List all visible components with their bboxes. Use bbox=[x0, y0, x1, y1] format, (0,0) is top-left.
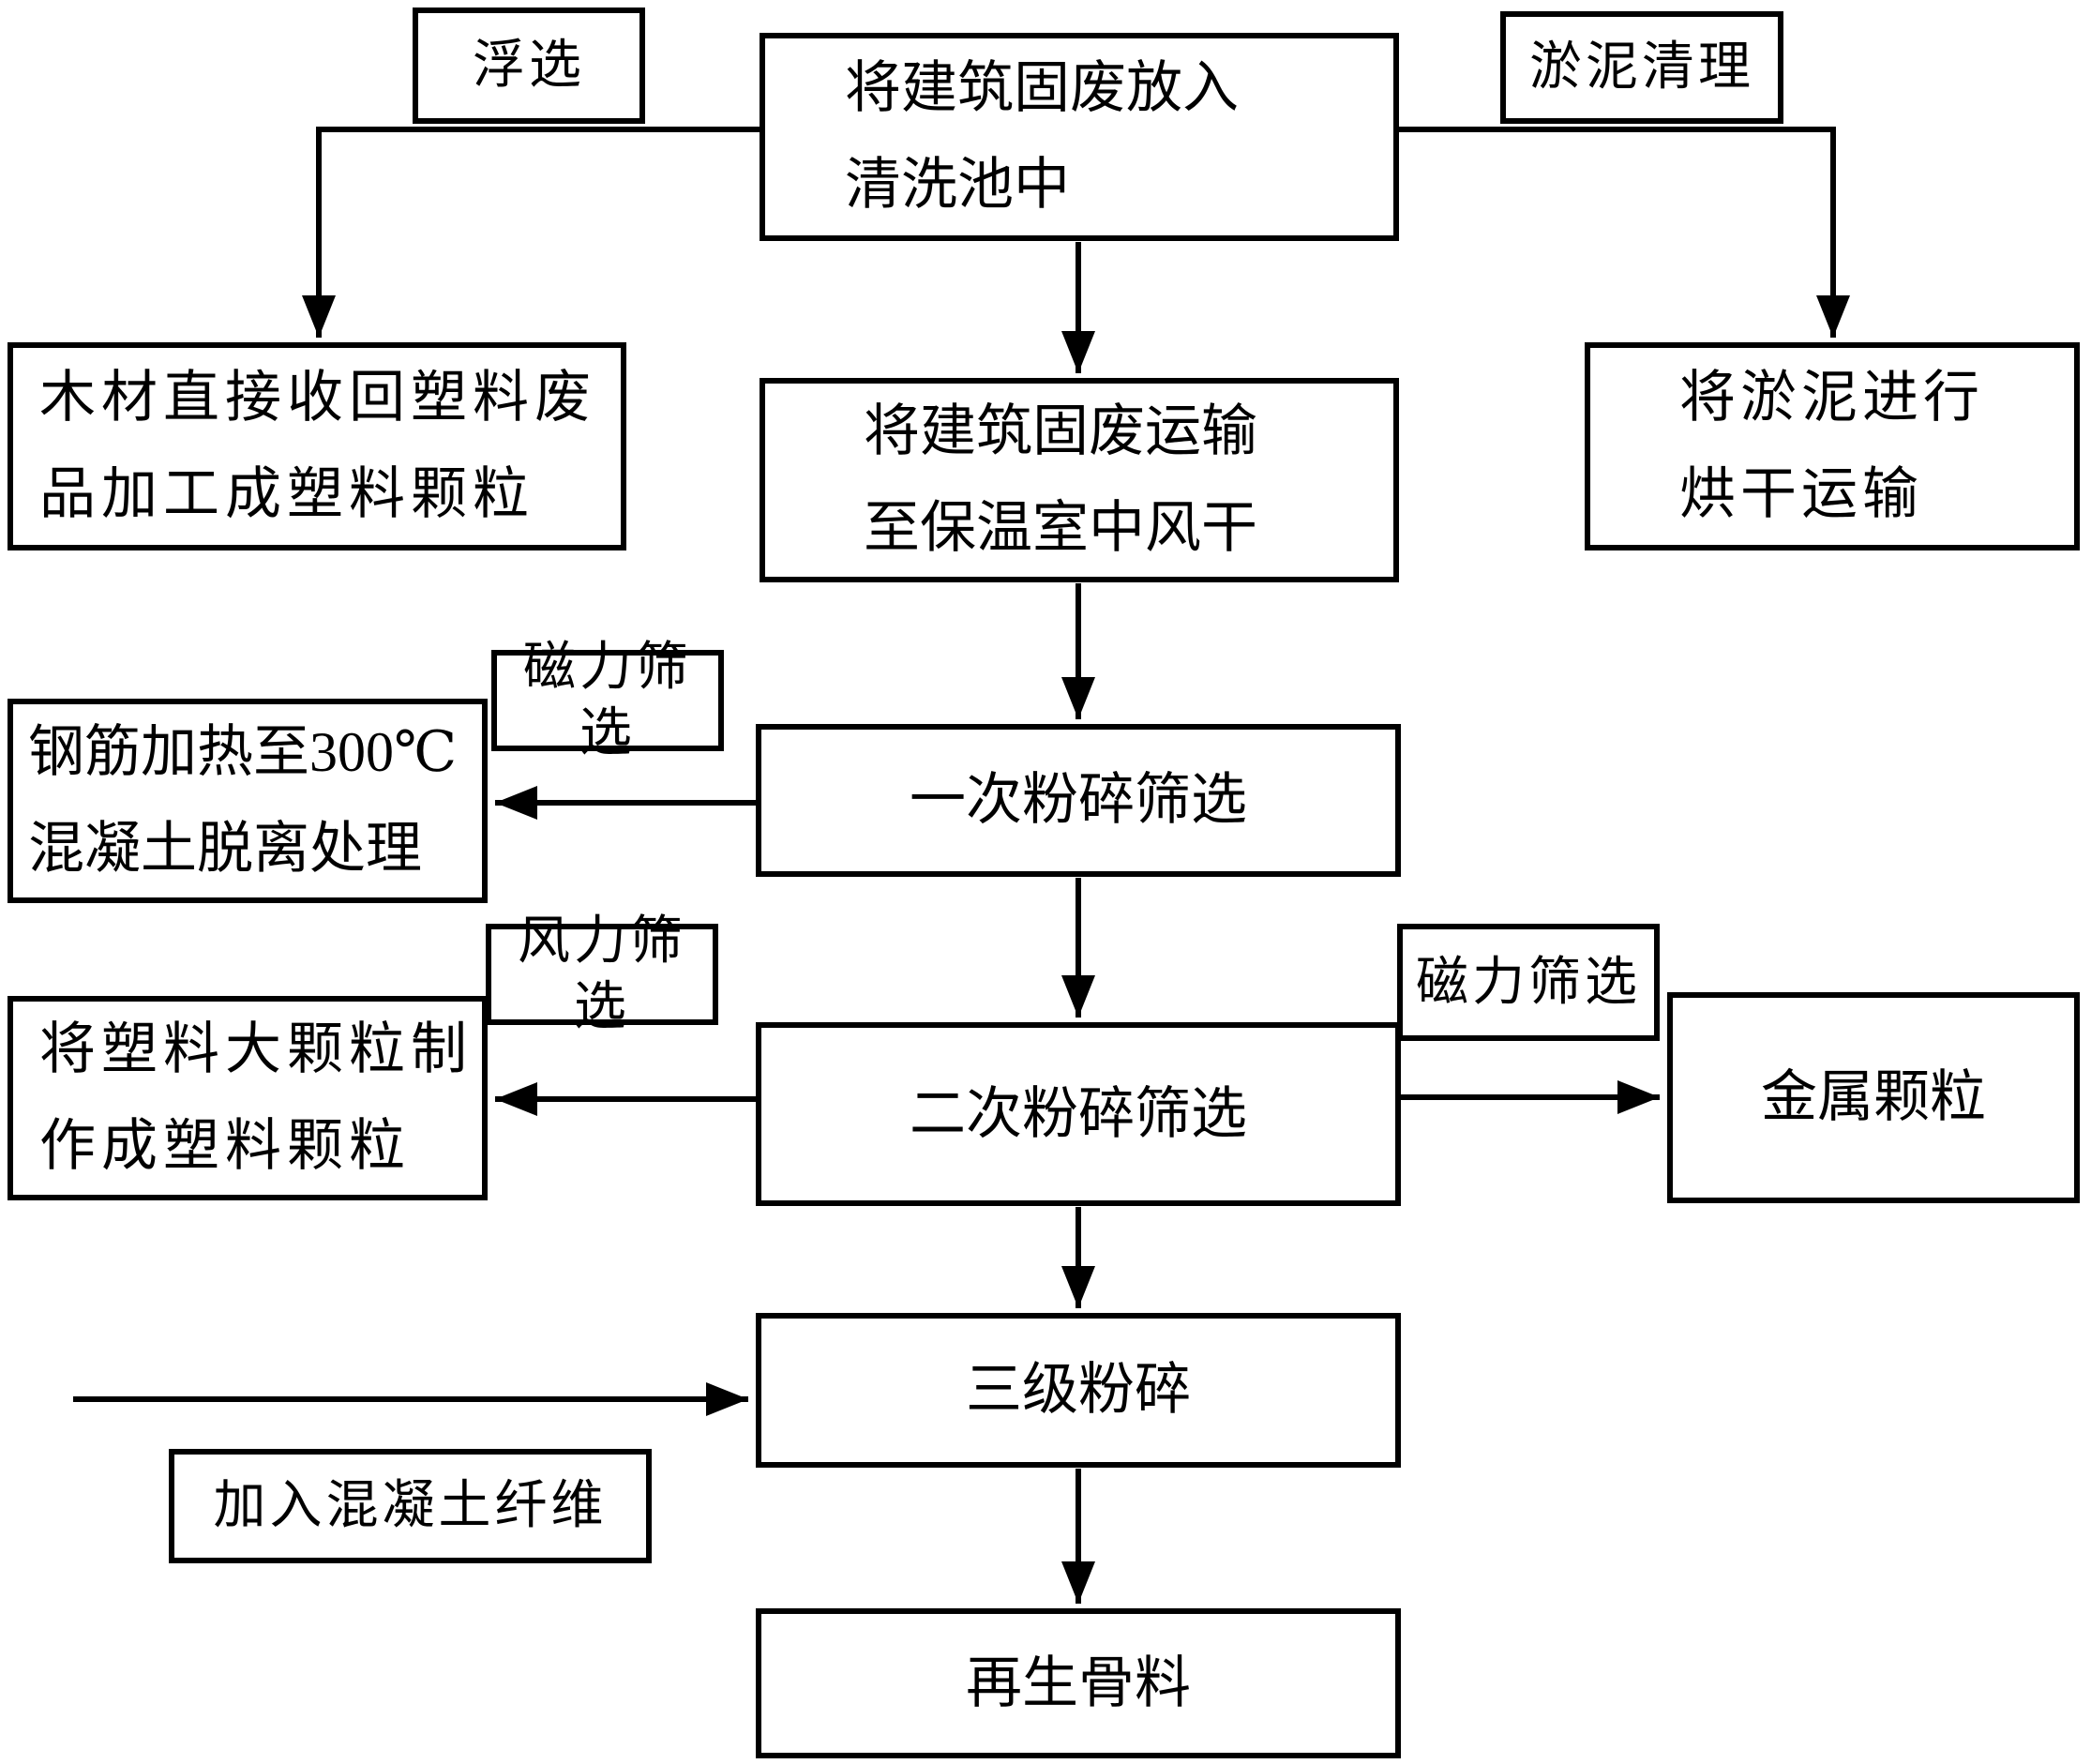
node-wood-recycle: 木材直接收回塑料废 品加工成塑料颗粒 bbox=[8, 342, 626, 550]
node-secondary-crush-screen: 二次粉碎筛选 bbox=[756, 1022, 1401, 1206]
arrow-sludge-branch-to-dry bbox=[1397, 127, 1850, 338]
label-magnetic-screening-2: 磁力筛选 bbox=[1397, 924, 1660, 1041]
node-plastic-pellets: 将塑料大颗粒制 作成塑料颗粒 bbox=[8, 996, 488, 1200]
node-wash-pool: 将建筑固废放入 清洗池中 bbox=[760, 33, 1399, 241]
node-recycled-aggregate: 再生骨料 bbox=[756, 1608, 1401, 1758]
node-metal-particles: 金属颗粒 bbox=[1667, 992, 2080, 1203]
label-wind-screening: 风力筛选 bbox=[486, 912, 718, 1036]
label-flotation: 浮选 bbox=[413, 8, 645, 124]
node-sludge-dry-transport: 将淤泥进行 烘干运输 bbox=[1585, 342, 2080, 550]
node-tertiary-crush: 三级粉碎 bbox=[756, 1313, 1401, 1468]
node-transport-air-dry: 将建筑固废运输 至保温室中风干 bbox=[760, 378, 1399, 582]
label-add-concrete-fiber: 加入混凝土纤维 bbox=[169, 1449, 652, 1563]
arrow-flotation-branch-to-wood bbox=[302, 127, 761, 338]
node-primary-crush-screen: 一次粉碎筛选 bbox=[756, 724, 1401, 877]
label-magnetic-screening-1: 磁力筛选 bbox=[491, 639, 724, 762]
label-sludge-cleaning: 淤泥清理 bbox=[1500, 11, 1783, 124]
node-rebar-heat-separate: 钢筋加热至300℃ 混凝土脱离处理 bbox=[8, 699, 488, 903]
